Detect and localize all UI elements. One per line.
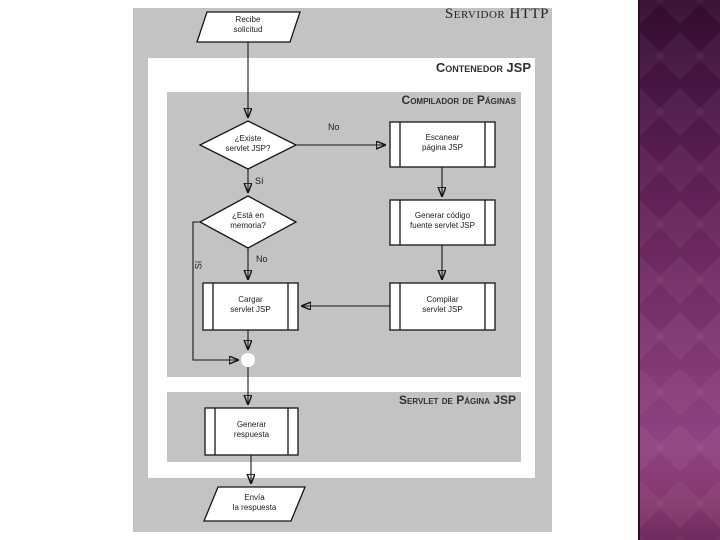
edge-label-no-1: No	[328, 122, 340, 132]
edge-label-si-1: Sí	[255, 176, 264, 186]
compilador-title: Compilador de Páginas	[401, 93, 516, 107]
edge-memoria-si	[192, 221, 238, 360]
node-envia-respuesta	[203, 486, 306, 522]
node-recibe-solicitud	[196, 11, 301, 43]
union-connector	[241, 353, 255, 367]
node-escanear-pagina	[389, 121, 496, 168]
edge-label-si-2: Sí	[193, 260, 204, 270]
cargar-label: Cargar servlet JSP	[230, 295, 271, 315]
recibe-label: Recibe solicitud	[233, 15, 263, 35]
generar-codigo-label: Generar código fuente servlet JSP	[410, 211, 475, 231]
contenedor-title: Contenedor JSP	[435, 60, 531, 75]
respuesta-label: Generar respuesta	[233, 420, 270, 440]
escanear-label: Escanear página JSP	[422, 133, 463, 153]
servlet-title: Servlet de Página JSP	[399, 393, 516, 407]
node-cargar-servlet	[202, 282, 299, 331]
compilar-label: Compilar servlet JSP	[422, 295, 463, 315]
memoria-label: ¿Está en memoria?	[230, 211, 266, 231]
slide-title: Servidor HTTP	[444, 6, 549, 22]
edge-label-no-2: No	[256, 254, 268, 264]
envia-label: Envía la respuesta	[232, 493, 277, 513]
node-generar-codigo	[389, 199, 496, 246]
node-generar-respuesta	[204, 407, 299, 456]
accent-stripe	[638, 0, 720, 540]
existe-label: ¿Existe servlet JSP?	[225, 134, 271, 154]
